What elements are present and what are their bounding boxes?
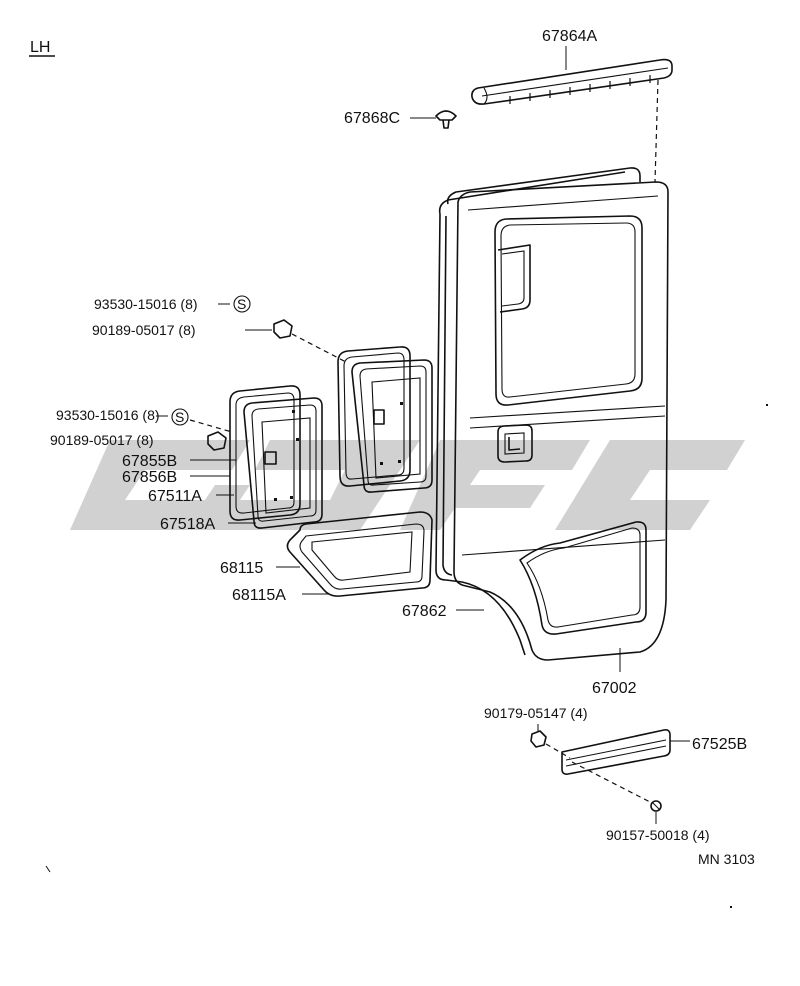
callout-67002: 67002 (592, 680, 637, 697)
screw-90157 (650, 800, 662, 812)
rail-67864A (471, 58, 673, 105)
callout-90179: 90179-05147 (4) (484, 705, 588, 721)
watermark-logo (70, 440, 745, 530)
window-group-lower (229, 385, 323, 529)
dash-nut-top (291, 333, 347, 363)
callout-90157: 90157-50018 (4) (606, 827, 710, 843)
callout-68115A: 68115A (232, 587, 286, 604)
s-symbol-top: S (233, 295, 251, 313)
clip-67868C (435, 110, 457, 129)
callout-67864A: 67864A (542, 28, 597, 45)
diagram-code: MN 3103 (698, 851, 755, 867)
speck (766, 404, 768, 406)
callout-68115: 68115 (220, 560, 263, 577)
dash-s-mid (189, 419, 233, 433)
speck (730, 906, 732, 908)
callout-67862: 67862 (402, 603, 447, 620)
nut-90189-mid (207, 431, 227, 451)
callout-67855B: 67855B (122, 453, 177, 470)
window-group-upper (337, 346, 433, 493)
s-symbol-mid: S (171, 408, 189, 426)
dash-rail-to-door (654, 79, 659, 183)
nut-90179 (530, 730, 547, 748)
callout-67856B: 67856B (122, 469, 177, 486)
side-label: LH (30, 39, 50, 56)
callout-90189-mid: 90189-05017 (8) (50, 432, 154, 448)
dash-nut-lower (545, 743, 571, 759)
speck (45, 865, 51, 873)
callout-67525B: 67525B (692, 736, 747, 753)
side-glass-68115 (286, 511, 433, 597)
callout-67511A: 67511A (148, 488, 202, 505)
callout-90189-top: 90189-05017 (8) (92, 322, 196, 338)
callout-67518A: 67518A (160, 516, 215, 533)
door-panel-67002 (435, 167, 669, 661)
trim-67525B (561, 729, 671, 775)
svg-text:S: S (175, 409, 184, 425)
svg-text:S: S (237, 296, 246, 312)
callout-93530-mid: 93530-15016 (8) (56, 407, 160, 423)
nut-90189-top (273, 319, 293, 339)
dash-screw-lower (571, 761, 651, 803)
callout-67868C: 67868C (344, 110, 400, 127)
callout-93530-top: 93530-15016 (8) (94, 296, 198, 312)
